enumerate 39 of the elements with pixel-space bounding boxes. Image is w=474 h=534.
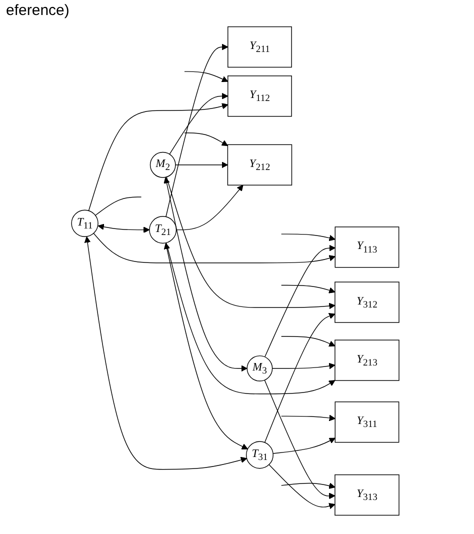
- arrow: [280, 336, 336, 347]
- arrow: [88, 103, 228, 212]
- latent-variable-circle: M$_{2}$: [150, 152, 176, 178]
- observed-variable-box: Y$_{311}$: [334, 401, 400, 443]
- arrow: [176, 184, 244, 230]
- arrow: [264, 244, 336, 358]
- arrow: [98, 224, 150, 233]
- arrow: [280, 482, 336, 489]
- arrow: [264, 313, 336, 443]
- arrow: [164, 177, 248, 372]
- observed-variable-box: Y$_{213}$: [334, 340, 400, 381]
- arrow: [166, 44, 228, 218]
- arrow: [164, 242, 248, 450]
- observed-variable-box: Y$_{113}$: [334, 226, 400, 268]
- latent-variable-circle: M$_{3}$: [246, 355, 273, 382]
- note-text: eference): [5, 1, 70, 21]
- arrow: [272, 362, 336, 370]
- observed-variable-box: Y$_{211}$: [228, 26, 292, 68]
- arrow: [280, 284, 336, 294]
- arrow: [272, 438, 336, 454]
- arrow: [166, 242, 336, 394]
- arrow: [264, 380, 336, 500]
- observed-variable-box: Y$_{312}$: [334, 282, 400, 323]
- latent-variable-circle: T$_{31}$: [246, 441, 274, 469]
- arrow: [93, 232, 336, 264]
- arrow: [184, 71, 228, 82]
- arrow: [169, 92, 228, 155]
- arrow: [184, 132, 228, 146]
- arrow: [84, 236, 248, 470]
- observed-variable-box: Y$_{112}$: [228, 76, 292, 117]
- arrow: [280, 414, 336, 422]
- arrow: [175, 162, 228, 168]
- observed-variable-box: Y$_{212}$: [227, 144, 292, 186]
- arrow: [280, 234, 336, 242]
- arrow: [268, 464, 336, 510]
- latent-variable-circle: T$_{11}$: [71, 210, 98, 237]
- observed-variable-box: Y$_{313}$: [334, 474, 400, 516]
- latent-variable-circle: T$_{21}$: [149, 216, 177, 244]
- arrow: [166, 176, 336, 310]
